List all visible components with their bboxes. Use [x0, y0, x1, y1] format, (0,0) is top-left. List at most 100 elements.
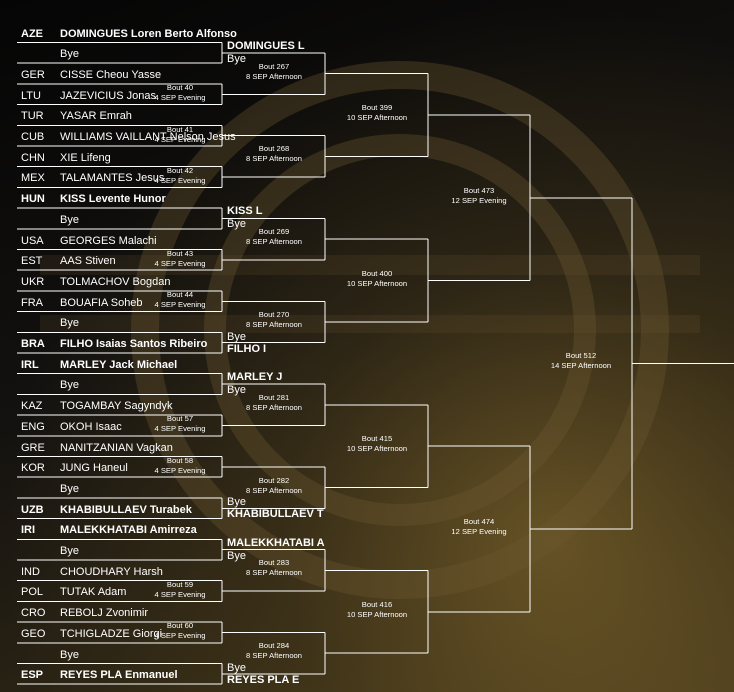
athlete-name: NANITZANIAN Vagkan — [60, 441, 173, 454]
bye-label: Bye — [227, 549, 246, 562]
country-code: MEX — [21, 172, 45, 185]
athlete-name: JUNG Haneul — [60, 462, 128, 475]
bout-number: Bout 59 — [166, 580, 194, 590]
bout-schedule: 10 SEP Afternoon — [346, 444, 408, 454]
bout-schedule: 8 SEP Afternoon — [245, 71, 302, 81]
bout-schedule: 4 SEP Evening — [154, 300, 206, 310]
country-code: CRO — [21, 607, 46, 620]
bout-schedule: 8 SEP Afternoon — [245, 485, 302, 495]
bout-number: Bout 284 — [258, 641, 290, 651]
bout-number: Bout 43 — [166, 248, 194, 258]
bout-number: Bout 57 — [166, 414, 194, 424]
bout-schedule: 8 SEP Afternoon — [245, 237, 302, 247]
bout-number: Bout 269 — [258, 227, 290, 237]
bout-schedule: 4 SEP Evening — [154, 590, 206, 600]
bout-number: Bout 512 — [565, 351, 597, 361]
bye-label: Bye — [60, 48, 79, 61]
bout-number: Bout 282 — [258, 475, 290, 485]
bout-schedule: 8 SEP Afternoon — [245, 319, 302, 329]
country-code: ESP — [21, 669, 44, 682]
country-code: EST — [21, 255, 43, 268]
bye-label: Bye — [227, 384, 246, 397]
athlete-name: CISSE Cheou Yasse — [60, 68, 162, 81]
bout-schedule: 8 SEP Afternoon — [245, 402, 302, 412]
bout-schedule: 8 SEP Afternoon — [245, 154, 302, 164]
athlete-name: OKOH Isaac — [60, 420, 122, 433]
bout-schedule: 10 SEP Afternoon — [346, 112, 408, 122]
advancing-athlete: MARLEY J — [227, 371, 283, 384]
athlete-name: JAZEVICIUS Jonas — [60, 89, 156, 102]
bout-number: Bout 60 — [166, 621, 194, 631]
country-code: KOR — [21, 462, 45, 475]
country-code: AZE — [21, 27, 43, 40]
country-code: GRE — [21, 441, 45, 454]
athlete-name: AAS Stiven — [60, 255, 116, 268]
athlete-name: KISS Levente Hunor — [60, 193, 166, 206]
athlete-name: XIE Lifeng — [60, 151, 111, 164]
country-code: TUR — [21, 110, 44, 123]
country-code: GEO — [21, 627, 46, 640]
bye-label: Bye — [227, 52, 246, 65]
athlete-name: REYES PLA Enmanuel — [60, 669, 178, 682]
country-code: POL — [21, 586, 44, 599]
country-code: IRI — [21, 524, 36, 537]
athlete-name: KHABIBULLAEV Turabek — [60, 503, 192, 516]
bye-label: Bye — [60, 317, 79, 330]
country-code: FRA — [21, 296, 43, 309]
athlete-name: MALEKKHATABI Amirreza — [60, 524, 197, 537]
athlete-name: REBOLJ Zvonimir — [60, 607, 149, 620]
athlete-name: YASAR Emrah — [60, 110, 132, 123]
athlete-name: DOMINGUES Loren Berto Alfonso — [60, 27, 237, 40]
bout-number: Bout 58 — [166, 455, 194, 465]
bout-schedule: 8 SEP Afternoon — [245, 651, 302, 661]
bout-number: Bout 415 — [361, 434, 393, 444]
bout-number: Bout 283 — [258, 558, 290, 568]
athlete-name: WILLIAMS VAILLANT Nelson Jesus — [60, 131, 236, 143]
athlete-name: TOLMACHOV Bogdan — [60, 275, 171, 288]
athlete-name: GEORGES Malachi — [60, 234, 157, 247]
advancing-athlete: KISS L — [227, 205, 263, 218]
bout-schedule: 14 SEP Afternoon — [550, 361, 612, 371]
bout-number: Bout 40 — [166, 83, 194, 93]
advancing-athlete: DOMINGUES L — [227, 39, 305, 52]
bout-schedule: 4 SEP Evening — [154, 424, 206, 434]
bout-schedule: 4 SEP Evening — [154, 176, 206, 186]
bout-schedule: 4 SEP Evening — [154, 134, 206, 144]
country-code: BRA — [21, 338, 45, 350]
country-code: IND — [21, 565, 40, 578]
bye-label: Bye — [227, 218, 246, 231]
country-code: UKR — [21, 275, 45, 288]
bye-label: Bye — [60, 482, 79, 495]
athlete-name: TALAMANTES Jesus — [60, 172, 165, 185]
advancing-athlete: KHABIBULLAEV T — [227, 508, 324, 521]
athlete-name: BOUAFIA Soheb — [60, 296, 143, 309]
bout-schedule: 4 SEP Evening — [154, 93, 206, 103]
bout-number: Bout 268 — [258, 144, 290, 154]
bout-number: Bout 400 — [361, 268, 393, 278]
bout-number: Bout 416 — [361, 599, 393, 609]
bout-schedule: 4 SEP Evening — [154, 631, 206, 641]
